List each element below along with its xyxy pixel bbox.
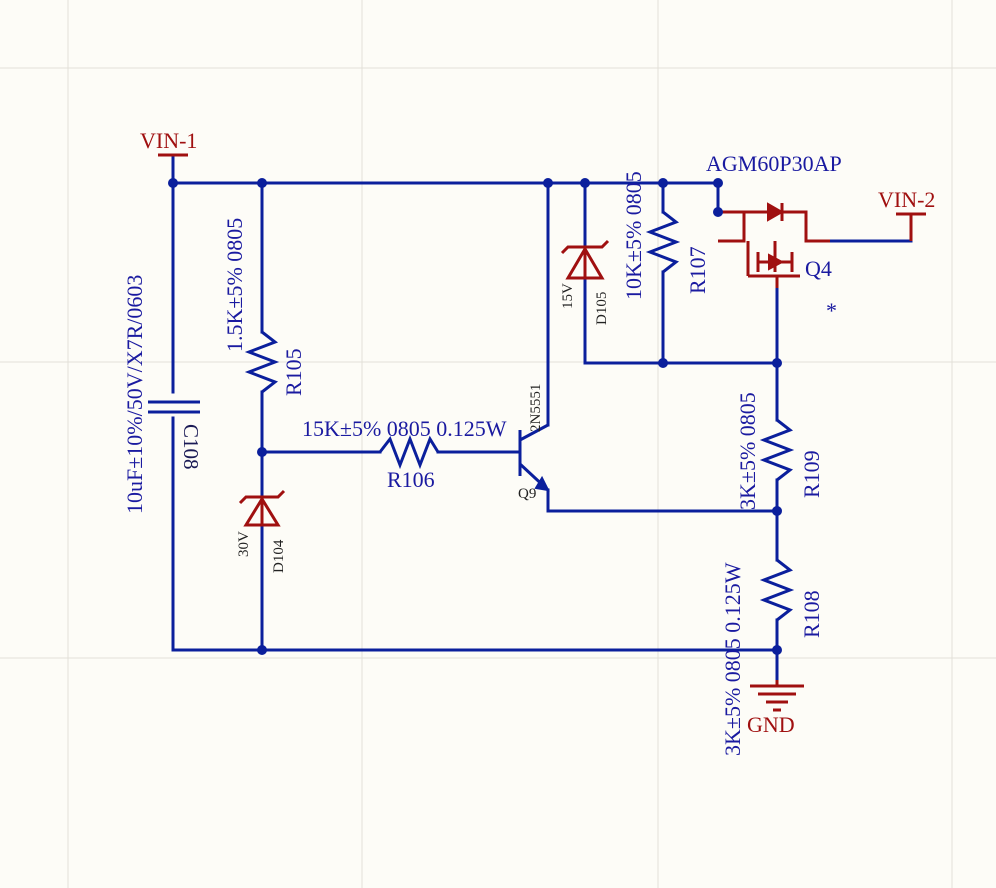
r109-value: 3K±5% 0805 — [735, 392, 760, 510]
junction-dot — [772, 506, 782, 516]
r107-designator: R107 — [685, 246, 710, 294]
d105-designator: D105 — [594, 292, 610, 325]
net-label-vin2: VIN-2 — [878, 187, 935, 212]
zener-diode-d105[interactable] — [560, 239, 610, 280]
q4-marker: * — [826, 298, 837, 323]
transistor-q9[interactable] — [518, 423, 550, 492]
r108-value: 3K±5% 0805 0.125W — [720, 562, 745, 756]
capacitor-c108[interactable] — [148, 400, 200, 414]
wires — [171, 153, 913, 682]
q9-value: 2N5551 — [528, 384, 544, 432]
r106-designator: R106 — [387, 467, 435, 492]
r107-value: 10K±5% 0805 — [621, 171, 646, 300]
r106-value: 15K±5% 0805 0.125W — [302, 416, 507, 441]
junction-dot — [257, 645, 267, 655]
wire-q9-emitter — [546, 488, 779, 513]
junction-dot — [772, 645, 782, 655]
net-label-gnd: GND — [747, 712, 795, 737]
junction-dot — [658, 358, 668, 368]
r109-designator: R109 — [799, 450, 824, 498]
r105-value: 1.5K±5% 0805 — [222, 218, 247, 352]
junction-dot — [257, 178, 267, 188]
junction-dot — [543, 178, 553, 188]
junctions — [168, 178, 782, 655]
q9-designator: Q9 — [518, 486, 536, 502]
resistor-r108[interactable] — [759, 558, 795, 622]
mosfet-q4[interactable] — [718, 202, 830, 288]
zener-diode-d104[interactable] — [238, 489, 286, 527]
r105-designator: R105 — [281, 348, 306, 396]
junction-dot — [658, 178, 668, 188]
resistor-r107[interactable] — [645, 210, 681, 274]
junction-dot — [713, 178, 723, 188]
resistor-r109[interactable] — [759, 418, 795, 482]
d105-value: 15V — [560, 283, 576, 309]
power-port-vin2[interactable] — [896, 212, 926, 241]
junction-dot — [168, 178, 178, 188]
wire-d105-bottom — [583, 276, 779, 365]
labels: VIN-1 VIN-2 GND 10uF±10%/50V/X7R/0603 C1… — [122, 128, 935, 756]
d104-value: 30V — [236, 531, 252, 557]
q4-value: AGM60P30AP — [706, 151, 842, 176]
r108-designator: R108 — [799, 590, 824, 638]
junction-dot — [713, 207, 723, 217]
q4-designator: Q4 — [805, 256, 832, 281]
net-label-vin1: VIN-1 — [140, 128, 197, 153]
junction-dot — [772, 358, 782, 368]
junction-dot — [580, 178, 590, 188]
ground-symbol[interactable] — [750, 680, 804, 712]
c108-value: 10uF±10%/50V/X7R/0603 — [122, 275, 147, 514]
resistor-r106[interactable] — [378, 434, 440, 470]
junction-dot — [257, 447, 267, 457]
d104-designator: D104 — [271, 539, 287, 573]
resistor-r105[interactable] — [244, 330, 280, 394]
c108-designator: C108 — [179, 424, 203, 470]
